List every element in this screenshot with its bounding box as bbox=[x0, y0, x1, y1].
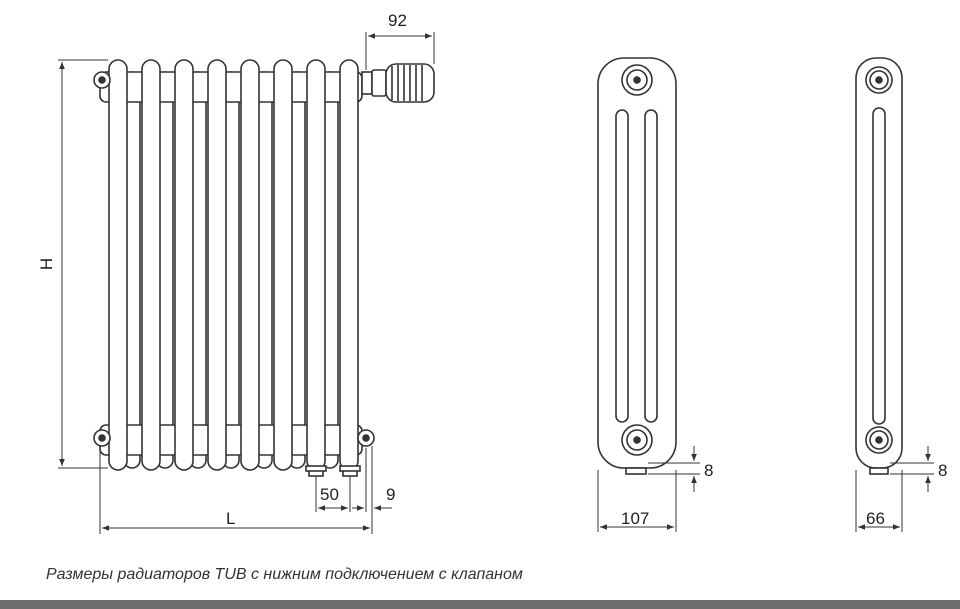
thermostatic-valve bbox=[361, 63, 435, 103]
front-view-back-tubes bbox=[123, 71, 339, 469]
side-view-2-column bbox=[855, 57, 903, 475]
dim-107: 107 bbox=[621, 509, 649, 528]
dim-92: 92 bbox=[388, 11, 407, 30]
bottom-connections bbox=[305, 465, 361, 477]
front-view-tubes bbox=[108, 59, 359, 471]
side-view-3-column bbox=[597, 57, 677, 475]
dim-9: 9 bbox=[386, 485, 395, 504]
dim-l: L bbox=[226, 509, 235, 528]
figure-caption: Размеры радиаторов TUB с нижним подключе… bbox=[46, 566, 523, 583]
front-view-dimensions bbox=[58, 32, 435, 534]
footer-bar bbox=[0, 600, 960, 609]
dim-8-2col: 8 bbox=[938, 461, 947, 480]
dim-h: H bbox=[37, 258, 56, 270]
front-view bbox=[93, 59, 435, 477]
dim-66: 66 bbox=[866, 509, 885, 528]
side-view-3-column-dimensions bbox=[597, 446, 700, 532]
dim-50: 50 bbox=[320, 485, 339, 504]
dim-8-3col: 8 bbox=[704, 461, 713, 480]
side-view-2-column-dimensions bbox=[855, 446, 934, 532]
